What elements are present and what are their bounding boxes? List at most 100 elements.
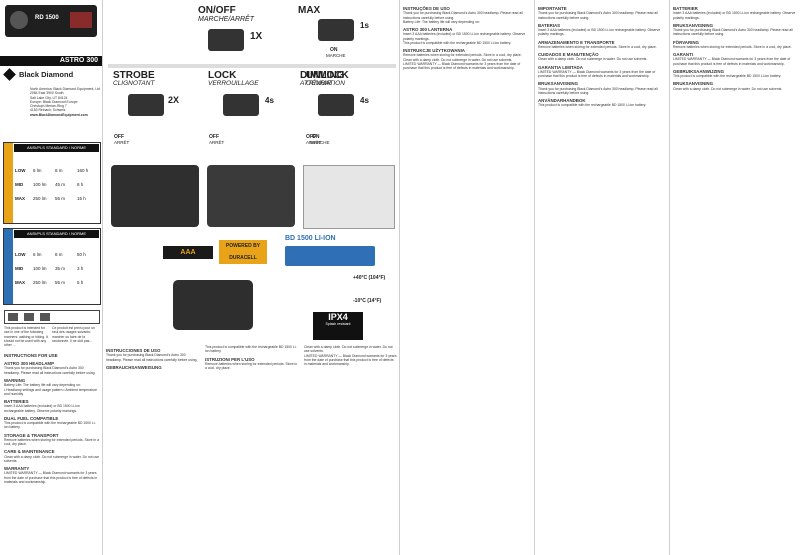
onoff-subtitle: MARCHE/ARRÊT (198, 16, 255, 23)
unlock-title: UNLOCK (306, 70, 349, 81)
paragraph: Battery Life: The battery life will vary… (4, 383, 81, 388)
rechargeable-battery-image (285, 246, 375, 266)
temp-high: +40°C (104°F) (353, 275, 386, 281)
section-heading: INSTRUCTIONS FOR USE (4, 353, 58, 358)
section-heading: FÖRVARING (673, 39, 699, 45)
level-label: MID (15, 265, 24, 271)
paragraph: Insert 3 AAA batteries (included) or BD … (673, 11, 796, 20)
paragraph: Thank you for purchasing Black Diamond's… (4, 366, 96, 375)
section-heading: DUAL FUEL COMPATIBLE (4, 415, 59, 421)
headlamp-icon (208, 29, 244, 51)
address-line: 2084 East 3900 South (30, 91, 64, 96)
press-count: 1X (250, 31, 263, 42)
logo: Black Diamond (3, 68, 74, 81)
dimming-state-sub: MARCHE (310, 140, 330, 145)
mode-band (108, 64, 396, 68)
section-heading: GEBRAUCHSANWEISUNG (106, 364, 162, 370)
level-label: MAX (15, 279, 25, 285)
distance-value: 55 m (55, 279, 66, 285)
website-link[interactable]: www.BlackDiamondEquipment.com (30, 112, 88, 117)
max-state: ON (330, 47, 338, 53)
lock-subtitle: VERROUILLAGE (208, 80, 259, 87)
hold-time: 1s (360, 21, 369, 30)
address-line: Christoph Merian-Ring 7 (30, 104, 67, 109)
disclaimer-fr: Ce produit est prévu pour un seul des us… (52, 326, 95, 343)
max-state-sub: MARCHE (326, 53, 346, 58)
lumens-value: 100 lm (33, 181, 47, 187)
hold-time: 4s (360, 96, 369, 105)
ansi-header: ANSI/PLS STANDARD / NORME (14, 144, 99, 152)
dimming-state: ON (312, 134, 320, 140)
section-heading: ISTRUZIONI PER L'USO (205, 356, 255, 362)
paragraph: Remove batteries when storing for extend… (403, 53, 522, 58)
duracell-badge: POWERED BY DURACELL (219, 240, 267, 264)
lumens-value: 6 lm (33, 167, 42, 173)
disclaimer-icons (4, 310, 100, 324)
paragraph: Clean with a damp cloth. Do not submerge… (403, 57, 513, 62)
section-heading: GEBRUIKSAANWIJZING (673, 68, 724, 74)
lumens-value: 250 lm (33, 279, 47, 285)
section-heading: INSTRUCCIONES DE USO (106, 348, 161, 353)
section-heading: GARANTI (673, 52, 694, 58)
diamond-logo-icon (3, 68, 16, 81)
paragraph: This product is compatible with the rech… (673, 74, 782, 79)
max-diagram: MAX 1s ON MARCHE (298, 5, 398, 65)
dimming-block: DIMMING ATTÉNUATION ON MARCHE (300, 70, 398, 160)
distance-value: 8 m (55, 167, 63, 173)
paragraph: Insert 3 AAA batteries (included) or BD … (4, 404, 80, 413)
strobe-diagram: STROBE CLIGNOTANT 2X OFF ARRÊT (108, 70, 203, 160)
paragraph: Thank you for purchasing Black Diamond's… (403, 11, 523, 20)
onoff-title: ON/OFF (198, 5, 236, 16)
rechargeable-label: BD 1500 LI-ION (285, 235, 336, 242)
paragraph: This product is compatible with the rech… (538, 103, 647, 108)
section-heading: ARMAZENAMENTO E TRANSPORTE (538, 39, 615, 45)
section-heading: ASTRO 300 LANTERNA (403, 27, 453, 33)
address-line: North America: Black Diamond Equipment, … (30, 87, 100, 91)
section-heading: WARRANTY (4, 466, 30, 472)
aaa-batteries: AAA POWERED BY DURACELL (163, 232, 273, 272)
paragraph: Remove batteries when storing for extend… (205, 361, 298, 371)
product-name-bar: ASTRO 300 (0, 56, 102, 66)
paragraph: Insert 3 AAA batteries (included) or BD … (403, 32, 526, 41)
paragraph: Clean with a damp cloth. Do not submerge… (673, 86, 783, 91)
headlamp-image: RD 1500 (5, 5, 97, 37)
distance-value: 35 m (55, 265, 66, 271)
panel-text-5: INSTRUÇÕES DE USO Thank you for purchasi… (400, 0, 535, 555)
headlamp-icon (128, 94, 164, 116)
section-heading: BATTERIES (4, 399, 29, 405)
unlock-diagram: UNLOCK OUVRIR 4s OFF ARRÊT (298, 70, 398, 160)
section-heading: BATTERIER (673, 6, 698, 11)
off-sub: ARRÊT (306, 140, 322, 145)
lumens-value: 6 lm (33, 251, 42, 257)
lock-title: LOCK (208, 70, 237, 81)
press-count: 2X (168, 95, 180, 105)
off-label: OFF (209, 134, 219, 140)
strobe-title: STROBE (113, 70, 155, 81)
section-heading: INSTRUKCJE UŻYTKOWANIA (403, 48, 465, 54)
section-heading: BRUKSANVISNING (673, 22, 714, 28)
time-value: 160 h (77, 167, 89, 173)
section-heading: ASTRO 300 HEADLAMP (4, 361, 55, 367)
battery-side-label (4, 229, 13, 304)
time-value: 50 h (77, 251, 86, 257)
product-name: ASTRO 300 (59, 57, 98, 64)
paragraph: Clean with a damp cloth. Do not submerge… (304, 345, 393, 354)
paragraph: This product is compatible with the rech… (205, 345, 297, 354)
time-value: 5 h (77, 279, 84, 285)
section-heading: ANVÄNDARHANDBOK (538, 98, 586, 104)
address-block: North America: Black Diamond Equipment, … (30, 87, 100, 117)
paragraph: Thank you for purchasing Black Diamond's… (673, 28, 793, 37)
paragraph: • Headlamp settings and usage pattern • … (4, 387, 98, 396)
panel-text-7: BATTERIER Insert 3 AAA batteries (includ… (670, 0, 802, 555)
paragraph: Insert 3 AAA batteries (included) or BD … (538, 28, 661, 37)
company-name: Black Diamond (19, 70, 74, 79)
level-label: LOW (15, 251, 26, 257)
temp-low: -10°C (14°F) (353, 298, 382, 304)
paragraph: Thank you for purchasing Black Diamond's… (538, 11, 658, 20)
ansi-header: ANSI/PLS STANDARD / NORME (14, 230, 99, 238)
off-label: OFF (306, 134, 316, 140)
battery-icon: AAA (163, 245, 213, 259)
paragraph: Battery Life: The battery life will vary… (403, 19, 480, 24)
paragraph: Thank you for purchasing Black Diamond's… (106, 353, 198, 362)
